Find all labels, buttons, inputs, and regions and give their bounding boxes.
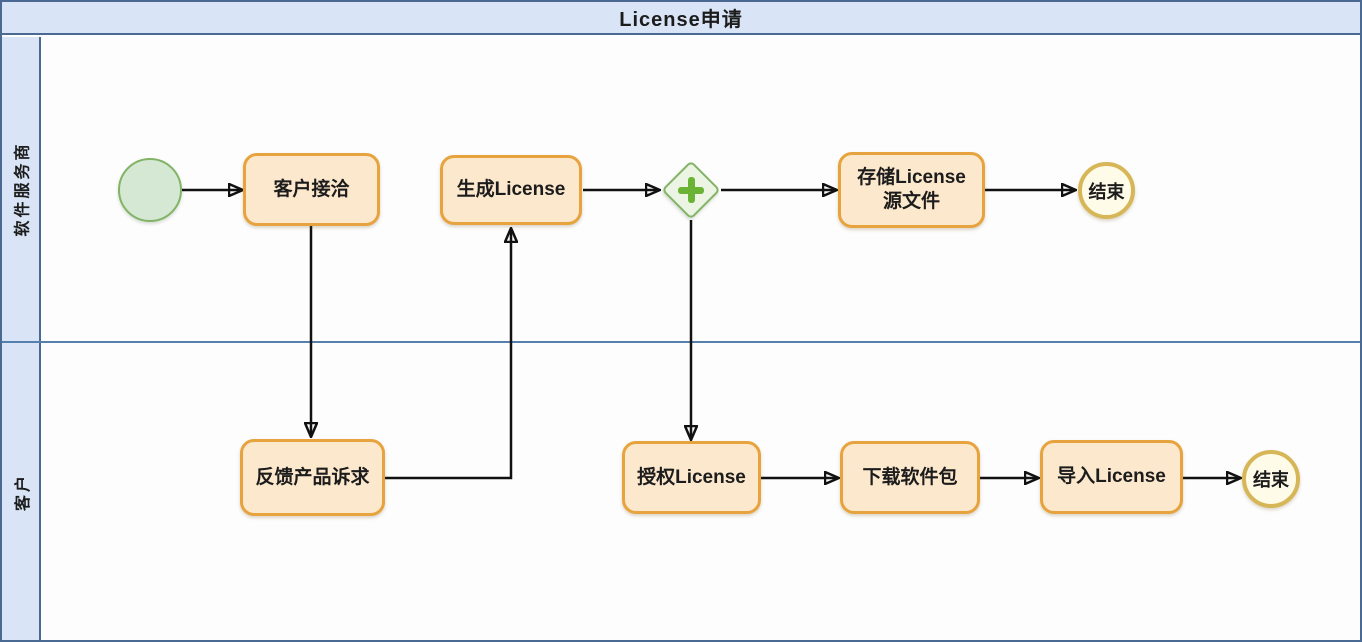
task-customer-contact: 客户接洽 [243,153,380,226]
task-download-package: 下载软件包 [840,441,980,514]
plus-icon-bar [687,177,695,203]
end-event-bottom-label: 结束 [1253,470,1289,490]
task-feedback-demand-label: 反馈产品诉求 [255,466,370,488]
task-generate-license-label: 生成License [456,179,566,201]
task-generate-license: 生成License [440,155,582,225]
lane-customer-header: 客户 [2,343,41,640]
task-store-line1: 存储License [857,167,966,189]
task-authorize-license: 授权License [622,441,761,514]
lane-divider [2,341,1360,343]
task-customer-contact-label: 客户接洽 [273,178,350,200]
lane-provider-label: 软件服务商 [14,141,32,237]
end-event-top: 结束 [1078,162,1135,219]
pool-title-label: License申请 [619,9,743,31]
task-store-line2: 源文件 [882,191,940,212]
lane-provider-header: 软件服务商 [2,37,41,341]
parallel-gateway [661,160,721,220]
end-event-top-label: 结束 [1088,181,1125,202]
task-store-license-file: 存储License 源文件 [838,152,985,228]
task-authorize-license-label: 授权License [637,466,746,488]
task-import-license: 导入License [1040,440,1183,514]
plus-icon [672,171,710,209]
end-event-bottom: 结束 [1242,450,1300,508]
task-feedback-demand: 反馈产品诉求 [240,439,385,516]
lane-customer-label: 客户 [14,472,32,511]
task-import-license-label: 导入License [1057,466,1166,488]
start-event [118,158,182,222]
task-store-license-file-label: 存储License 源文件 [857,166,966,214]
task-download-package-label: 下载软件包 [862,466,958,488]
pool-title: License申请 [2,2,1360,35]
flow-feedback-to-generate [385,229,511,480]
